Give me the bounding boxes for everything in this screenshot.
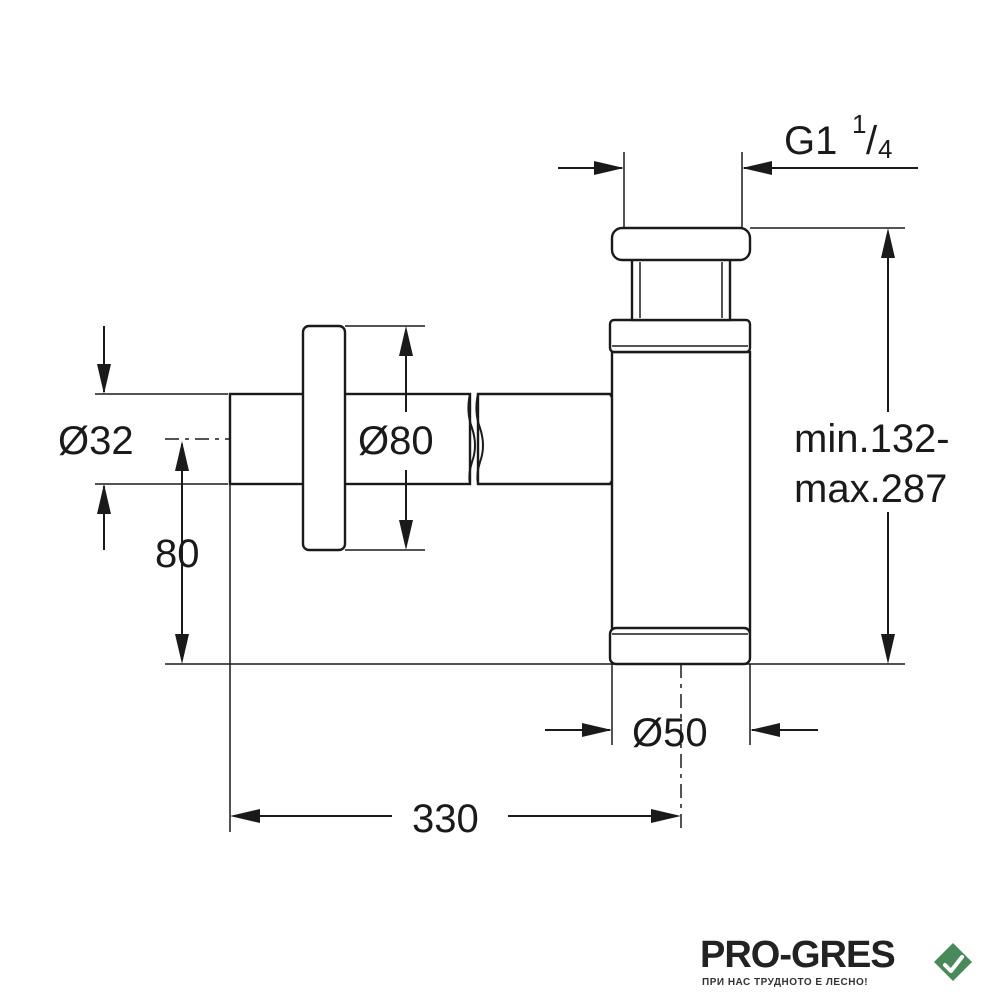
arrow-thread-left: [594, 161, 624, 175]
arrow-thread-right: [742, 161, 772, 175]
arrow-offset-top: [175, 441, 189, 471]
wall-rosette: [301, 324, 347, 552]
siphon-neck: [630, 256, 732, 322]
label-height-offset: 80: [155, 532, 200, 576]
label-thread: G1: [784, 119, 837, 163]
wall-pipe-left: [228, 392, 472, 486]
arrow-offset-bottom: [175, 634, 189, 664]
arrow-pipe-bottom: [97, 484, 111, 514]
label-height-range-max: max.287: [794, 467, 947, 511]
arrow-rosette-bottom: [399, 520, 413, 550]
arrow-rosette-top: [399, 326, 413, 356]
arrow-length-left: [230, 809, 260, 823]
label-pipe-diameter: Ø32: [58, 419, 134, 463]
label-thread-fraction-den: 4: [878, 134, 892, 164]
label-height-range-min: min.132-: [794, 417, 950, 461]
label-thread-fraction-slash: /: [866, 119, 878, 163]
arrow-range-top: [881, 228, 895, 258]
pipe-break-line-right: [475, 393, 484, 485]
siphon-top-collar: [608, 318, 752, 354]
label-rosette-diameter: Ø80: [358, 419, 434, 463]
arrow-outlet-right: [750, 723, 780, 737]
wall-pipe-right: [476, 392, 627, 486]
arrow-length-right: [651, 809, 681, 823]
siphon-body: [610, 350, 752, 634]
arrow-pipe-top: [97, 364, 111, 394]
logo-slogan: ПРИ НАС ТРУДНОТО Е ЛЕСНО!: [702, 977, 869, 988]
arrow-outlet-left: [582, 723, 612, 737]
label-thread-fraction-num: 1: [852, 109, 866, 139]
logo-name: PRO-GRES: [700, 934, 896, 976]
arrow-range-bottom: [881, 634, 895, 664]
label-outlet-diameter: Ø50: [632, 711, 708, 755]
top-nut: [610, 226, 752, 262]
diamond-arrow-icon: [934, 943, 972, 981]
pipe-break-line-left: [467, 393, 476, 485]
brand-logo: PRO-GRES ПРИ НАС ТРУДНОТО Е ЛЕСНО!: [700, 935, 990, 995]
label-length: 330: [412, 797, 479, 841]
